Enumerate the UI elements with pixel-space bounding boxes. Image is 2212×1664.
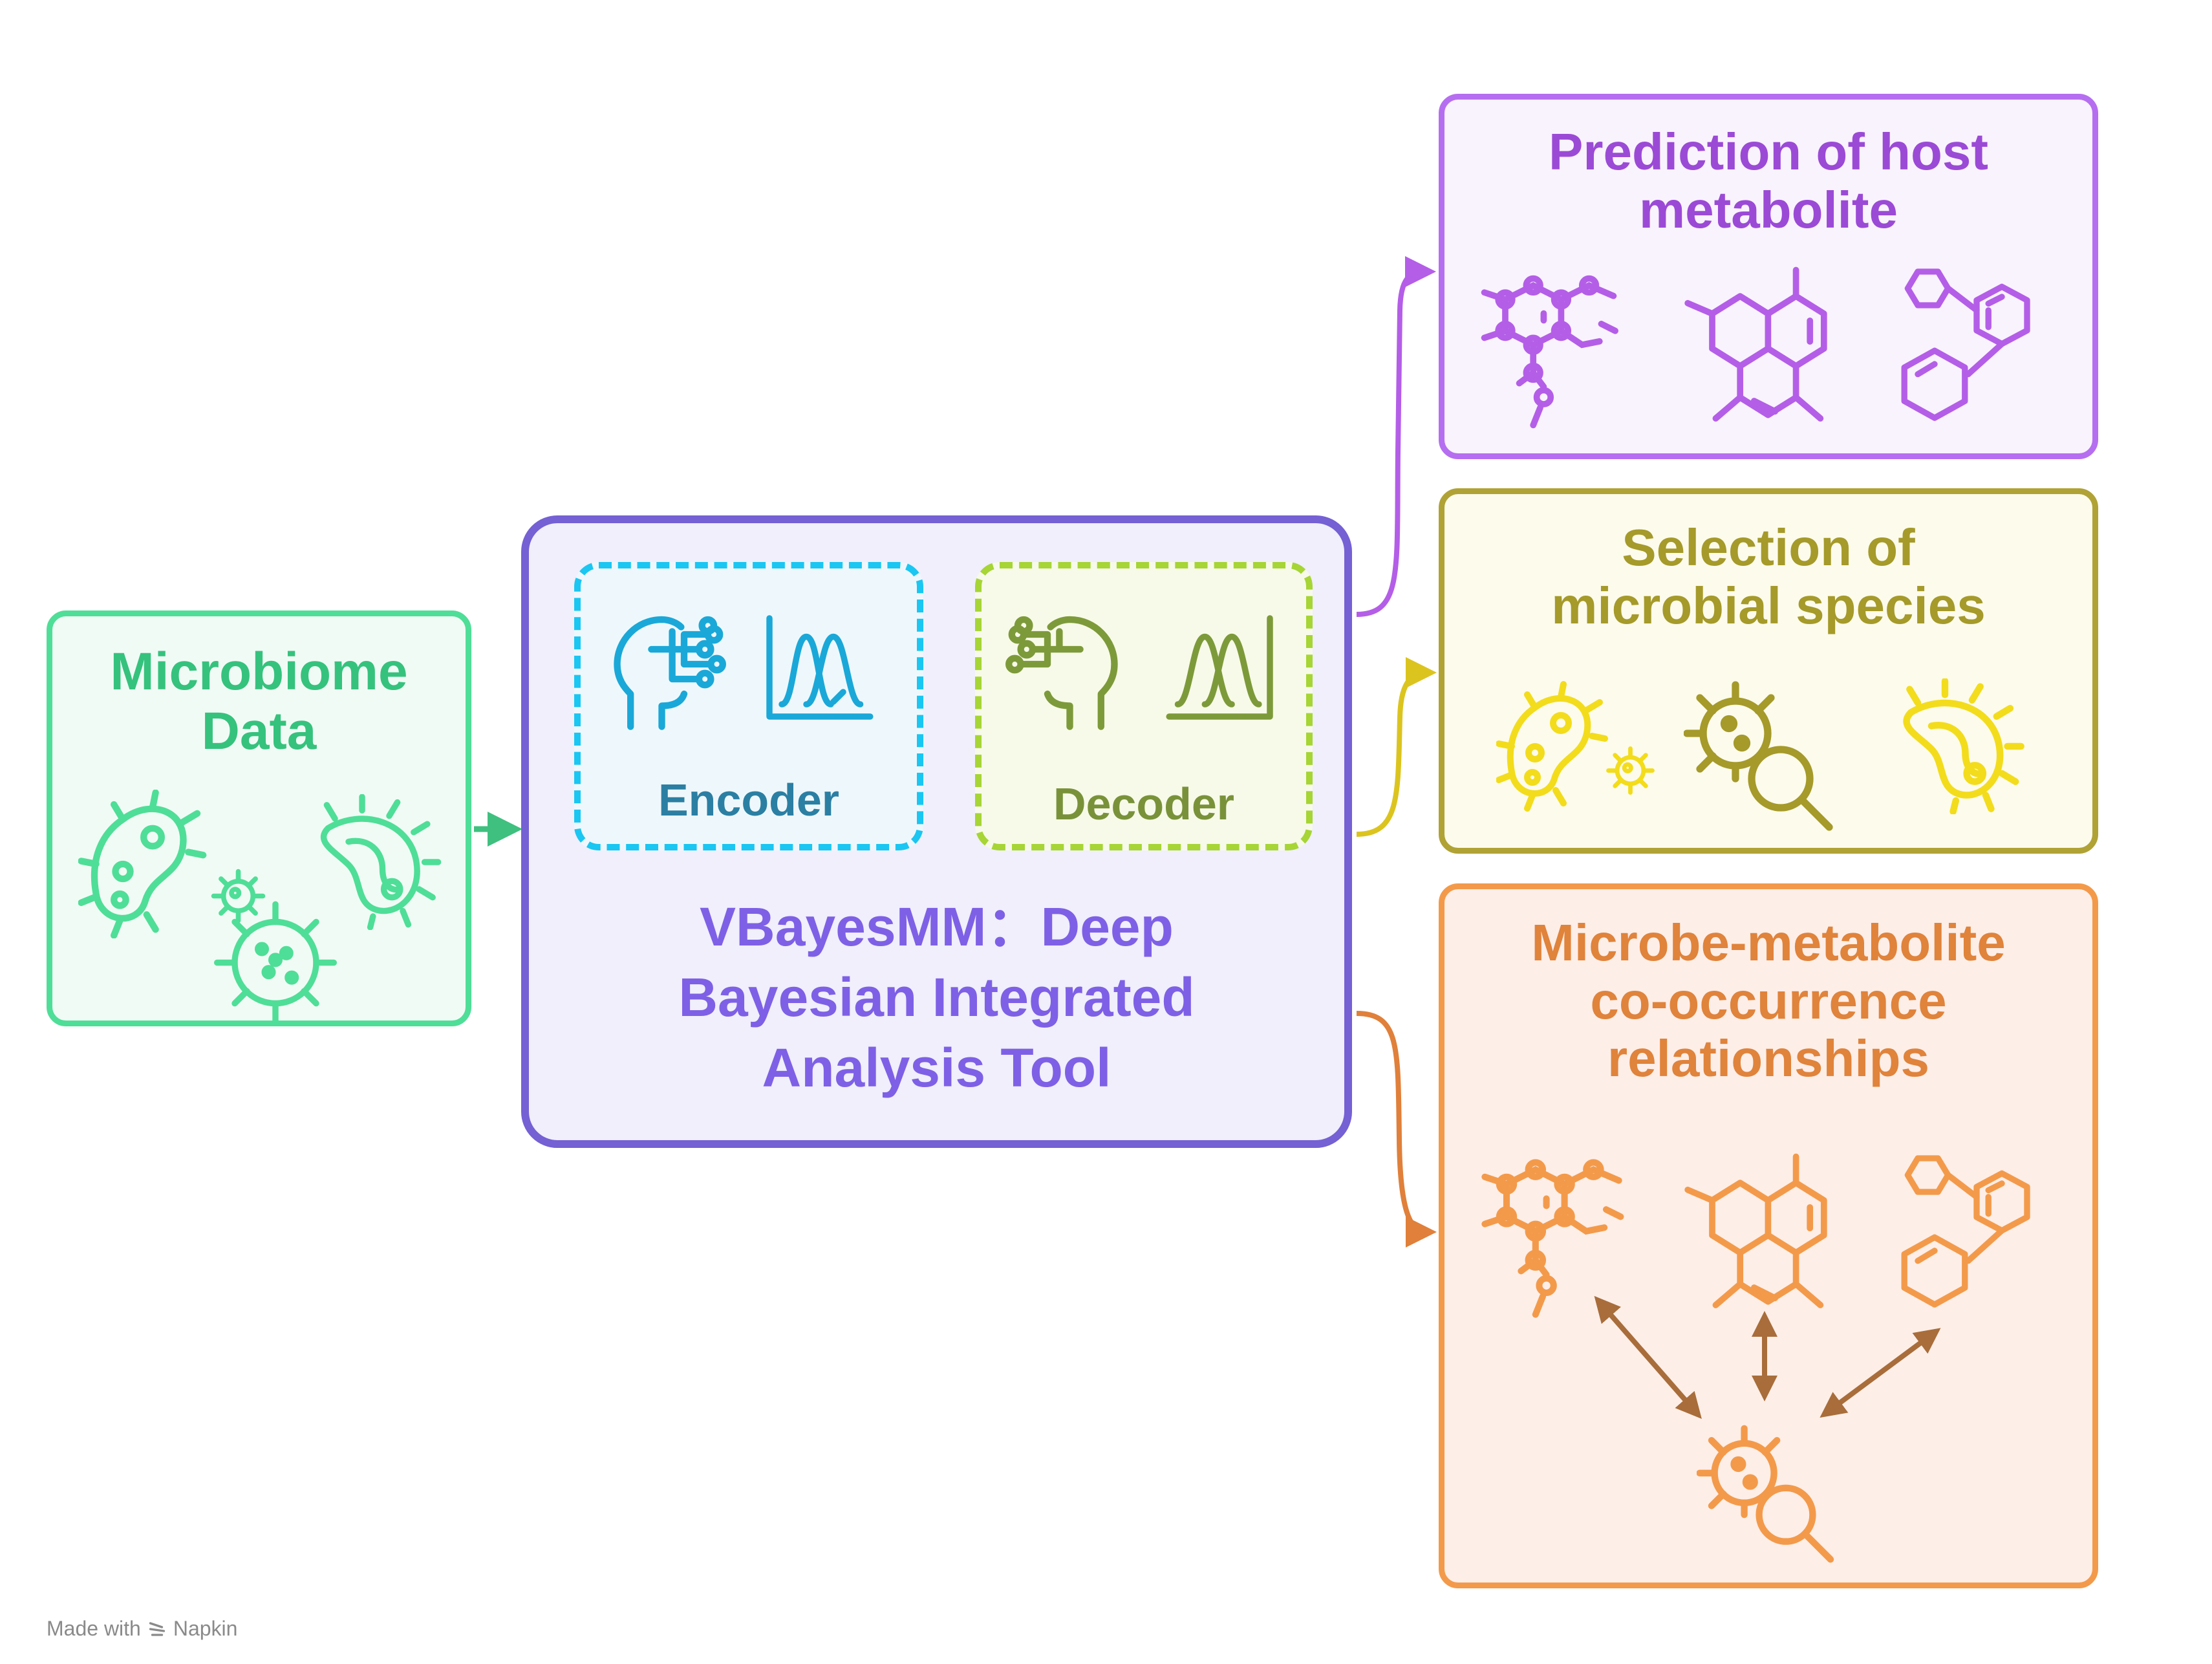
virus-icon	[1606, 746, 1655, 795]
virus-icon	[213, 901, 338, 1024]
aromatic-molecule-icon	[1901, 1155, 2030, 1308]
bacteria-icon	[1496, 681, 1608, 812]
arrow-model-to-selection	[1356, 657, 1437, 837]
selection-title: Selection of microbial species	[1551, 519, 1986, 634]
molecule-icon	[1481, 1159, 1624, 1318]
bacteria-icon	[78, 790, 207, 938]
microbe-search-icon	[1684, 681, 1833, 831]
aromatic-molecule-icon	[1901, 268, 2030, 421]
cooccurrence-box: Microbe-metabolite co-occurrence relatio…	[1439, 883, 2098, 1588]
molecule-icon	[1481, 275, 1618, 429]
relation-arrows	[1594, 1295, 1941, 1420]
prediction-box: Prediction of host metabolite	[1439, 94, 2098, 459]
napkin-logo-icon	[149, 1621, 165, 1636]
distribution-chart-icon	[766, 615, 874, 720]
arrow-model-to-prediction	[1356, 256, 1436, 617]
microbiome-data-box: Microbiome Data	[47, 610, 471, 1026]
steroid-molecule-icon	[1684, 1153, 1827, 1308]
arrow-aromatic-microbe	[1820, 1328, 1941, 1418]
encoder-label: Encoder	[658, 775, 840, 825]
prediction-title: Prediction of host metabolite	[1549, 123, 1988, 239]
microbe-search-icon	[1697, 1425, 1834, 1563]
arrow-molecule-microbe	[1594, 1295, 1702, 1420]
encoder-box: Encoder	[574, 562, 923, 850]
selection-box: Selection of microbial species	[1439, 488, 2098, 854]
decoder-box: Decoder	[975, 562, 1313, 850]
steroid-molecule-icon	[1684, 266, 1827, 422]
ai-head-icon	[614, 616, 726, 730]
cooccurrence-title: Microbe-metabolite co-occurrence relatio…	[1531, 914, 2006, 1088]
microbiome-data-title: Microbiome Data	[110, 642, 408, 761]
ai-head-icon	[1005, 616, 1118, 730]
vbayesmm-model-box: Encoder Decoder VBayesMM：Deep Bayesian I…	[521, 515, 1352, 1148]
virus-icon	[211, 869, 266, 924]
model-title: VBayesMM：Deep Bayesian Integrated Analys…	[678, 896, 1195, 1099]
microbe-icon	[1903, 678, 2024, 814]
decoder-label: Decoder	[1053, 779, 1235, 829]
microbe-icon	[320, 794, 442, 930]
distribution-chart-icon	[1166, 615, 1273, 720]
napkin-watermark: Made with Napkin	[47, 1617, 238, 1640]
arrow-model-to-cooccurrence	[1356, 1011, 1437, 1248]
